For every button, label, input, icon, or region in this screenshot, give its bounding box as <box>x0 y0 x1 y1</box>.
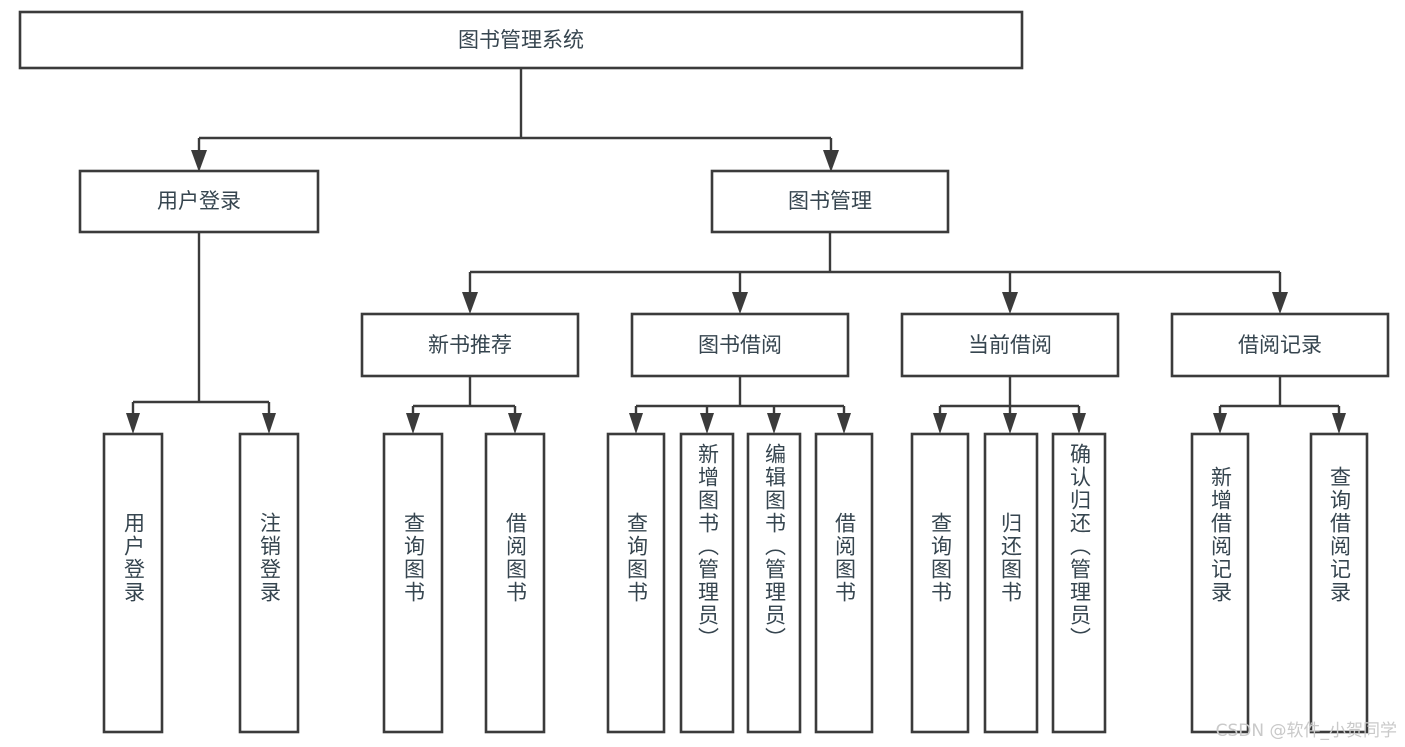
node-leaf-query-book-2-box[interactable] <box>606 432 666 734</box>
arrow-to-borrow-record <box>1272 292 1288 314</box>
node-borrow-record-box[interactable] <box>1170 312 1390 378</box>
connector-book-manage-trunk <box>468 232 1282 298</box>
node-book-borrow-label: 图书借阅 <box>698 333 782 357</box>
arrow-to-leaf-user-logout <box>262 413 276 434</box>
node-borrow-record-label: 借阅记录 <box>1238 333 1322 357</box>
node-new-book-rec-label: 新书推荐 <box>428 333 512 357</box>
node-leaf-query-book-1-label: 查询图书 <box>401 512 426 604</box>
nodes-layer: 图书管理系统 用户登录 图书管理 新书推荐 图书借阅 当前借阅 借阅记录 <box>18 10 1390 734</box>
node-leaf-borrow-book-1-label: 借阅图书 <box>503 512 528 604</box>
node-leaf-add-book-admin-box[interactable] <box>679 432 735 734</box>
node-leaf-query-book-3-label: 查询图书 <box>928 512 953 604</box>
connector-new-book-rec-trunk <box>411 376 517 418</box>
node-leaf-user-login-label: 用户登录 <box>121 512 146 604</box>
arrow-to-leaf-borrow-book-1 <box>508 413 522 434</box>
arrow-to-leaf-add-book-admin <box>700 413 714 434</box>
arrow-to-new-book-rec <box>462 292 478 314</box>
arrow-to-leaf-edit-book-admin <box>767 413 781 434</box>
node-leaf-borrow-book-2-label: 借阅图书 <box>832 512 857 604</box>
node-book-borrow-box[interactable] <box>630 312 850 378</box>
node-book-manage-label: 图书管理 <box>788 189 872 213</box>
arrow-to-leaf-query-borrow-record <box>1332 413 1346 434</box>
node-root-box[interactable] <box>18 10 1024 70</box>
connector-user-login-trunk <box>131 232 271 418</box>
node-leaf-add-borrow-record-box[interactable] <box>1190 432 1250 734</box>
node-leaf-edit-book-admin-label: 编辑图书（管理员） <box>762 443 787 650</box>
node-leaf-add-book-admin-label: 新增图书（管理员） <box>695 443 720 650</box>
node-user-login-box[interactable] <box>78 169 320 234</box>
node-user-login-label: 用户登录 <box>157 189 241 213</box>
node-leaf-user-logout-box[interactable] <box>238 432 300 734</box>
arrow-root-to-user-login <box>191 150 207 172</box>
node-leaf-query-borrow-record-box[interactable] <box>1309 432 1369 734</box>
arrow-to-leaf-return-book <box>1003 413 1017 434</box>
node-leaf-query-book-1-box[interactable] <box>382 432 444 734</box>
node-current-borrow-label: 当前借阅 <box>968 333 1052 357</box>
node-leaf-return-book-box[interactable] <box>983 432 1039 734</box>
connector-book-borrow-trunk <box>634 376 846 418</box>
node-current-borrow-box[interactable] <box>900 312 1120 378</box>
node-leaf-edit-book-admin-box[interactable] <box>746 432 802 734</box>
node-leaf-user-logout-label: 注销登录 <box>257 512 282 604</box>
node-leaf-confirm-return-admin-label: 确认归还（管理员） <box>1067 443 1092 650</box>
node-leaf-confirm-return-admin-box[interactable] <box>1051 432 1107 734</box>
connector-root-trunk <box>197 68 833 156</box>
node-leaf-user-login-box[interactable] <box>102 432 164 734</box>
arrow-root-to-book-manage <box>823 150 839 172</box>
node-leaf-borrow-book-2-box[interactable] <box>814 432 874 734</box>
arrow-to-leaf-confirm-return-admin <box>1072 413 1086 434</box>
node-root-label: 图书管理系统 <box>458 28 584 52</box>
node-leaf-return-book-label: 归还图书 <box>998 512 1023 604</box>
node-leaf-query-book-2-label: 查询图书 <box>624 512 649 604</box>
arrow-to-leaf-user-login <box>126 413 140 434</box>
arrow-to-leaf-query-book-3 <box>933 413 947 434</box>
watermark-text: CSDN @软件_小贺同学 <box>1215 721 1397 741</box>
node-leaf-query-borrow-record-label: 查询借阅记录 <box>1327 466 1352 604</box>
connector-borrow-record-trunk <box>1218 376 1341 418</box>
node-leaf-query-book-3-box[interactable] <box>910 432 970 734</box>
arrow-to-leaf-query-book-1 <box>406 413 420 434</box>
connector-current-borrow-trunk <box>938 376 1081 418</box>
arrow-to-current-borrow <box>1002 292 1018 314</box>
arrow-to-book-borrow <box>732 292 748 314</box>
node-leaf-borrow-book-1-box[interactable] <box>484 432 546 734</box>
node-new-book-rec-box[interactable] <box>360 312 580 378</box>
arrow-to-leaf-borrow-book-2 <box>837 413 851 434</box>
node-leaf-add-borrow-record-label: 新增借阅记录 <box>1208 466 1233 604</box>
arrow-to-leaf-query-book-2 <box>629 413 643 434</box>
connectors-layer <box>126 68 1346 434</box>
arrow-to-leaf-add-borrow-record <box>1213 413 1227 434</box>
node-book-manage-box[interactable] <box>710 169 950 234</box>
